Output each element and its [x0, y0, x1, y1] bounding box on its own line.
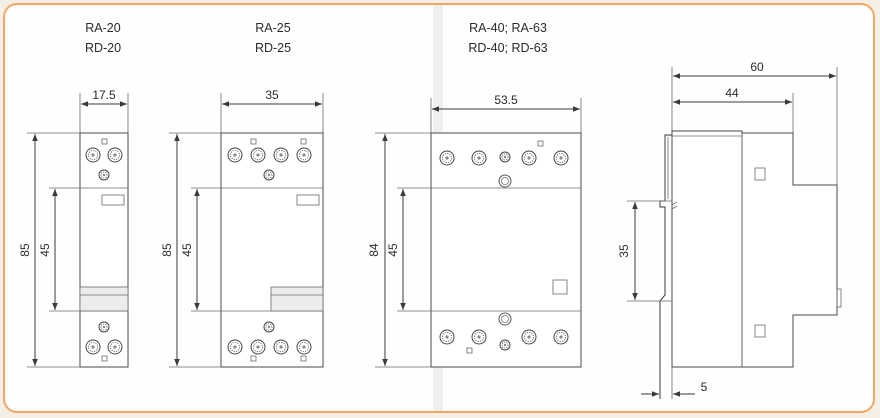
- model-ra20-title-line2: RD-20: [85, 41, 121, 55]
- model-ra20-drawing: RA-20 RD-20 17.5 85 45: [18, 21, 129, 368]
- model-ra20-height: 85: [18, 243, 32, 257]
- model-ra40-rail: 45: [386, 243, 400, 257]
- model-ra40-drawing: RA-40; RA-63 RD-40; RD-63 53.5 84 4: [367, 21, 582, 368]
- model-ra40-width: 53.5: [494, 93, 518, 107]
- drawing-frame: RA-20 RD-20 17.5 85 45 RA-25: [3, 3, 875, 413]
- side-depth-total: 60: [750, 60, 764, 74]
- model-ra40-title-line1: RA-40; RA-63: [469, 21, 547, 35]
- model-ra20-width: 17.5: [92, 88, 116, 102]
- side-depth-body: 44: [725, 86, 739, 100]
- model-ra20-title-line1: RA-20: [85, 21, 120, 35]
- model-ra25-width: 35: [265, 88, 279, 102]
- model-ra40-height: 84: [367, 243, 381, 257]
- technical-drawing: RA-20 RD-20 17.5 85 45 RA-25: [18, 5, 842, 411]
- model-ra25-rail: 45: [180, 243, 194, 257]
- model-ra40-title-line2: RD-40; RD-63: [468, 41, 547, 55]
- model-ra25-height: 85: [160, 243, 174, 257]
- side-rail-height: 35: [617, 244, 631, 258]
- model-ra25-title-line2: RD-25: [255, 41, 291, 55]
- model-ra20-rail: 45: [38, 243, 52, 257]
- side-view-drawing: 60 44 35 5: [617, 60, 842, 399]
- side-offset: 5: [701, 380, 708, 394]
- model-ra25-title-line1: RA-25: [255, 21, 290, 35]
- model-ra25-drawing: RA-25 RD-25 35 85 45: [160, 21, 324, 368]
